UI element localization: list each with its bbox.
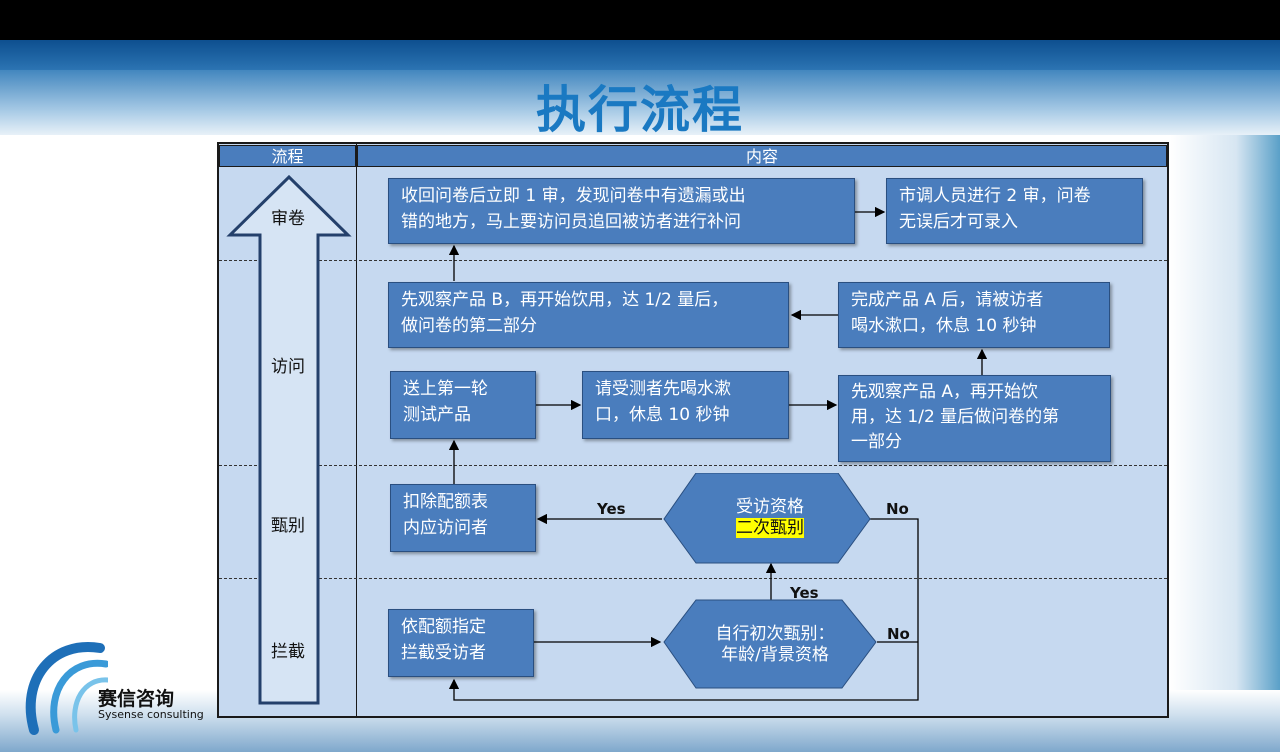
box-text: 一部分 [851, 432, 902, 452]
decision-first-text: 自行初次甄别： 年龄/背景资格 [690, 624, 860, 666]
box-text: 送上第一轮 [403, 379, 488, 399]
stage-interview: 访问 [271, 357, 305, 377]
box-text: 测试产品 [403, 405, 471, 425]
box-text: 错的地方，马上要访问员追回被访者进行补问 [401, 212, 741, 232]
send-first-round-box: 送上第一轮 测试产品 [390, 371, 536, 439]
product-b-box: 先观察产品 B，再开始饮用，达 1/2 量后， 做问卷的第二部分 [388, 282, 789, 348]
header-stage: 流程 [219, 145, 356, 167]
decision-text: 自行初次甄别： [715, 624, 835, 644]
stage-intercept: 拦截 [271, 642, 305, 662]
highlighted-text: 二次甄别 [736, 518, 804, 538]
decision-first-screening-shape [663, 599, 877, 689]
yes-label: Yes [597, 500, 626, 518]
product-a-box: 先观察产品 A，再开始饮 用，达 1/2 量后做问卷的第 一部分 [838, 375, 1111, 462]
logo-name: 赛信咨询 [98, 688, 175, 710]
yes-label: Yes [790, 584, 819, 602]
box-text: 用，达 1/2 量后做问卷的第 [851, 407, 1060, 427]
intercept-box: 依配额指定 拦截受访者 [388, 609, 534, 677]
decision-text: 受访资格 [736, 497, 804, 517]
box-text: 口，休息 10 秒钟 [595, 405, 730, 425]
stage-review: 审卷 [271, 209, 305, 229]
review-first-box: 收回问卷后立即 1 审，发现问卷中有遗漏或出 错的地方，马上要访问员追回被访者进… [388, 178, 855, 244]
box-text: 依配额指定 [401, 617, 486, 637]
box-text: 收回问卷后立即 1 审，发现问卷中有遗漏或出 [401, 186, 746, 206]
process-arrow [226, 175, 352, 705]
no-label: No [887, 625, 910, 643]
decision-second-text: 受访资格 二次甄别 [700, 497, 840, 539]
box-text: 扣除配额表 [403, 492, 488, 512]
box-text: 请受测者先喝水漱 [595, 379, 731, 399]
no-label: No [886, 500, 909, 518]
rinse-first-box: 请受测者先喝水漱 口，休息 10 秒钟 [582, 371, 789, 439]
right-decor-band [1170, 135, 1280, 695]
slide-title: 执行流程 [536, 81, 744, 139]
box-text: 先观察产品 A，再开始饮 [851, 382, 1039, 402]
box-text: 喝水漱口，休息 10 秒钟 [851, 316, 1037, 336]
top-black-bar [0, 0, 1280, 40]
row-divider [219, 465, 1167, 466]
logo-subtitle: Sysense consulting [98, 708, 204, 721]
box-text: 无误后才可录入 [899, 212, 1018, 232]
rinse-after-a-box: 完成产品 A 后，请被访者 喝水漱口，休息 10 秒钟 [838, 282, 1110, 348]
company-logo-icon [25, 641, 108, 735]
box-text: 市调人员进行 2 审，问卷 [899, 186, 1091, 206]
box-text: 完成产品 A 后，请被访者 [851, 290, 1044, 310]
deduct-quota-box: 扣除配额表 内应访问者 [390, 484, 536, 552]
header-band-dark [0, 40, 1280, 70]
header-content: 内容 [357, 145, 1167, 167]
box-text: 做问卷的第二部分 [401, 316, 537, 336]
row-divider [219, 260, 1167, 261]
row-divider [219, 578, 1167, 579]
box-text: 拦截受访者 [401, 643, 486, 663]
box-text: 内应访问者 [403, 518, 488, 538]
column-divider [356, 144, 357, 716]
decision-text: 年龄/背景资格 [721, 645, 829, 665]
box-text: 先观察产品 B，再开始饮用，达 1/2 量后， [401, 290, 729, 310]
review-second-box: 市调人员进行 2 审，问卷 无误后才可录入 [886, 178, 1143, 244]
stage-screening: 甄别 [271, 516, 305, 536]
